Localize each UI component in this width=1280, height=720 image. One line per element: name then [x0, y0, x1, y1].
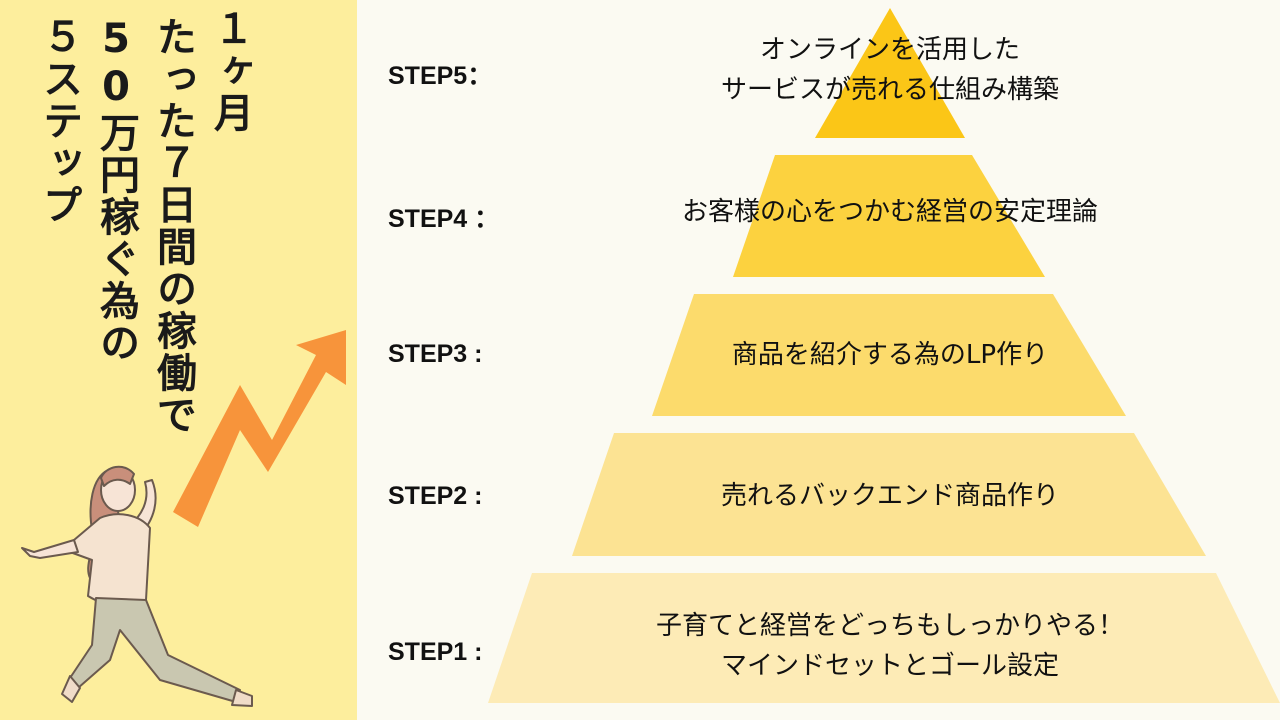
- step2-text: 売れるバックエンド商品作り: [480, 476, 1280, 516]
- step3-text: 商品を紹介する為のLP作り: [480, 335, 1280, 375]
- running-woman-illustration: [21, 465, 253, 707]
- step1-label: STEP1 :: [388, 638, 483, 666]
- step5-line-1: オンラインを活用した: [759, 35, 1020, 65]
- step4-label: STEP4 ：: [388, 205, 500, 233]
- step5-line-2: サービスが売れる仕組み構築: [720, 75, 1059, 105]
- step4-line-1: お客様の心をつかむ経営の安定理論: [681, 197, 1098, 227]
- step3-label: STEP3 :: [388, 340, 483, 368]
- pyramid-tier-1: [488, 573, 1280, 703]
- pyramid-tier-2: [572, 433, 1206, 556]
- step4-text: お客様の心をつかむ経営の安定理論: [480, 192, 1280, 232]
- step1-line-1: 子育てと経営をどっちもしっかりやる！: [655, 611, 1124, 641]
- pyramid-tier-5: [815, 8, 965, 138]
- step1-line-2: マインドセットとゴール設定: [720, 651, 1059, 681]
- pyramid-tier-3: [652, 294, 1126, 416]
- title-line-2: たった７日間の稼働で: [150, 16, 196, 436]
- title-line-4: ５ステップ: [36, 16, 82, 226]
- pyramid-tier-4: [733, 155, 1045, 277]
- title-panel: [0, 0, 357, 720]
- title-line-3: 50万円稼ぐ為の: [93, 16, 139, 364]
- decoration: [21, 330, 346, 707]
- trend-arrow-icon: [173, 330, 346, 527]
- step2-line-1: 売れるバックエンド商品作り: [720, 481, 1059, 511]
- title-line-1: １ヶ月: [207, 8, 253, 134]
- step5-label: STEP5：: [388, 62, 493, 90]
- step1-text: 子育てと経営をどっちもしっかりやる！ マインドセットとゴール設定: [480, 606, 1280, 686]
- step5-text: オンラインを活用した サービスが売れる仕組み構築: [480, 30, 1280, 110]
- step2-label: STEP2 :: [388, 482, 483, 510]
- step3-line-1: 商品を紹介する為のLP作り: [731, 340, 1049, 370]
